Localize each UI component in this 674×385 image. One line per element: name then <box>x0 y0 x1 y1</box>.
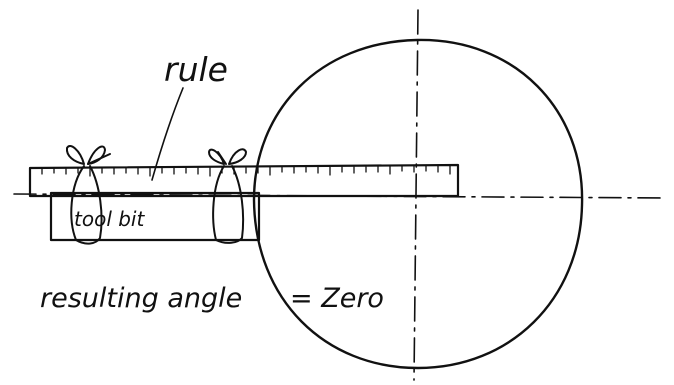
tool-bit-body <box>49 191 261 242</box>
equals-zero-label: = Zero <box>290 283 384 314</box>
left-clamp <box>65 145 111 245</box>
workpiece-circle <box>252 38 584 370</box>
resulting-angle-label: resulting angle <box>40 283 242 314</box>
rule-leader-line <box>151 87 184 181</box>
rule-body <box>28 163 460 198</box>
rule-label: rule <box>164 50 228 89</box>
tool-bit-label: tool bit <box>74 207 145 231</box>
right-clamp <box>208 148 247 244</box>
